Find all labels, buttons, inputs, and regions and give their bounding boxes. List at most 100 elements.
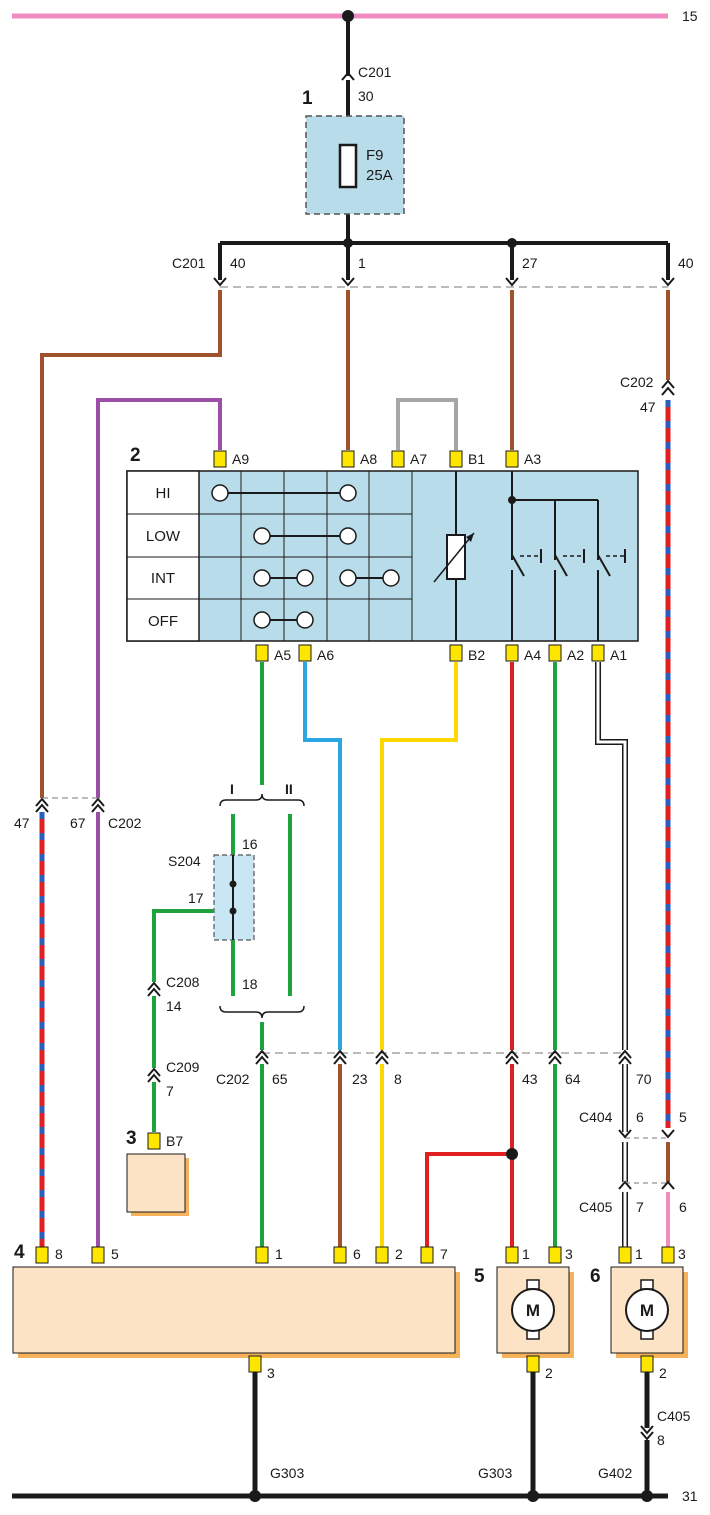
c209-label: C209: [166, 1059, 200, 1075]
fuse-rating: 25A: [366, 167, 393, 184]
junction-dot: [229, 880, 237, 888]
motor6-number: 6: [590, 1266, 601, 1287]
rail-15-label: 15: [682, 8, 698, 24]
relay-blade: [597, 554, 611, 577]
pin-b1: [449, 450, 463, 468]
switch-body: [126, 470, 639, 642]
relay-blade: [511, 554, 525, 577]
c202-mid-pin-64: 64: [565, 1071, 581, 1087]
motor6-icon: [625, 1288, 669, 1332]
c201-branch-label: C201: [172, 255, 206, 271]
pot-arrowhead: [466, 533, 474, 542]
mode-int: INT: [151, 570, 175, 587]
pin-a6: [298, 644, 312, 662]
wire-grey: [396, 398, 458, 450]
connector-mark: [548, 1049, 562, 1059]
pin-b2-label: B2: [468, 647, 485, 663]
wire-yellow: [380, 662, 458, 1050]
c202-mid-pin-8: 8: [394, 1071, 402, 1087]
variant-i: I: [230, 781, 234, 797]
connector-mark: [333, 1049, 347, 1059]
contact-int-a: [253, 569, 271, 587]
c405-bottom-label: C405: [657, 1408, 691, 1424]
connector-mark: [505, 1055, 519, 1065]
module4-pin-2: 2: [395, 1246, 403, 1262]
module4-pin-6: 6: [353, 1246, 361, 1262]
connector-mark: [618, 1055, 632, 1065]
mode-off: OFF: [148, 613, 178, 630]
connector-mark: [548, 1055, 562, 1065]
c404-label: C404: [579, 1109, 613, 1125]
pin-a9-label: A9: [232, 451, 249, 467]
connector-mark: [618, 1049, 632, 1059]
module4-pin-7: 7: [440, 1246, 448, 1262]
connector-mark: [341, 277, 355, 287]
junction-dot: [249, 1490, 261, 1502]
c201-pin-1: 1: [358, 255, 366, 271]
connector-mark: [35, 797, 49, 807]
contact-int-d: [382, 569, 400, 587]
connector-mark: [375, 1049, 389, 1059]
contact-int-b: [296, 569, 314, 587]
motor6-symbol: M: [640, 1301, 654, 1320]
connector-mark: [147, 981, 161, 991]
pin-a8-label: A8: [360, 451, 377, 467]
mode-low: LOW: [146, 528, 181, 545]
c404-pin-5: 5: [679, 1109, 687, 1125]
switch-mode-panel: [126, 470, 200, 642]
wire-white-core: [596, 662, 627, 1050]
switch-number: 2: [130, 445, 141, 466]
connector-mark: [147, 1073, 161, 1083]
connector-mark: [661, 1180, 675, 1190]
motor5-symbol: M: [526, 1301, 540, 1320]
c404-pin-6: 6: [636, 1109, 644, 1125]
motor6-ground-pin: [640, 1355, 654, 1373]
pin-a7-label: A7: [410, 451, 427, 467]
switch-top-pins: [213, 450, 519, 468]
junction-dot: [506, 1148, 518, 1160]
c202-mid-pin-65: 65: [272, 1071, 288, 1087]
variant-ii: II: [285, 781, 293, 797]
wire-red: [425, 1152, 512, 1248]
pin-b2: [449, 644, 463, 662]
pin: [375, 1246, 389, 1264]
motor6-pin-1: 1: [635, 1246, 643, 1262]
motor6-pin-3: 3: [678, 1246, 686, 1262]
motor5-icon: [511, 1288, 555, 1332]
c405-pin-6: 6: [679, 1199, 687, 1215]
connector-mark: [375, 1055, 389, 1065]
switch-bottom-pins: [255, 644, 605, 662]
connector-mark: [255, 1055, 269, 1065]
pin-b1-label: B1: [468, 451, 485, 467]
pin-a1: [591, 644, 605, 662]
wire-blue: [303, 662, 342, 1050]
c405-pin-7: 7: [636, 1199, 644, 1215]
connector-mark: [91, 803, 105, 813]
c202-left-label: C202: [108, 815, 142, 831]
contact-off-b: [296, 611, 314, 629]
contact-hi-b: [339, 484, 357, 502]
wire-green: [152, 909, 214, 982]
connector-mark: [505, 277, 519, 287]
motor5-number: 5: [474, 1266, 485, 1287]
module4-pin-1: 1: [275, 1246, 283, 1262]
fuse-block-number: 1: [302, 88, 313, 109]
c202-mid-pin-23: 23: [352, 1071, 368, 1087]
wire-brown: [40, 290, 222, 798]
c405-bottom-pin: 8: [657, 1432, 665, 1448]
connector-mark: [661, 386, 675, 396]
splice-pin-18: 18: [242, 976, 258, 992]
pin-a6-label: A6: [317, 647, 334, 663]
splice-label: S204: [168, 853, 201, 869]
relay3-pin: [147, 1132, 161, 1150]
pin: [255, 1246, 269, 1264]
connector-mark: [618, 1129, 632, 1139]
pin-a5: [255, 644, 269, 662]
pin: [505, 1246, 519, 1264]
connector-mark: [661, 277, 675, 287]
pin-a5-label: A5: [274, 647, 291, 663]
c208-pin: 14: [166, 998, 182, 1014]
splice-pin-16: 16: [242, 836, 258, 852]
connector-mark: [147, 987, 161, 997]
